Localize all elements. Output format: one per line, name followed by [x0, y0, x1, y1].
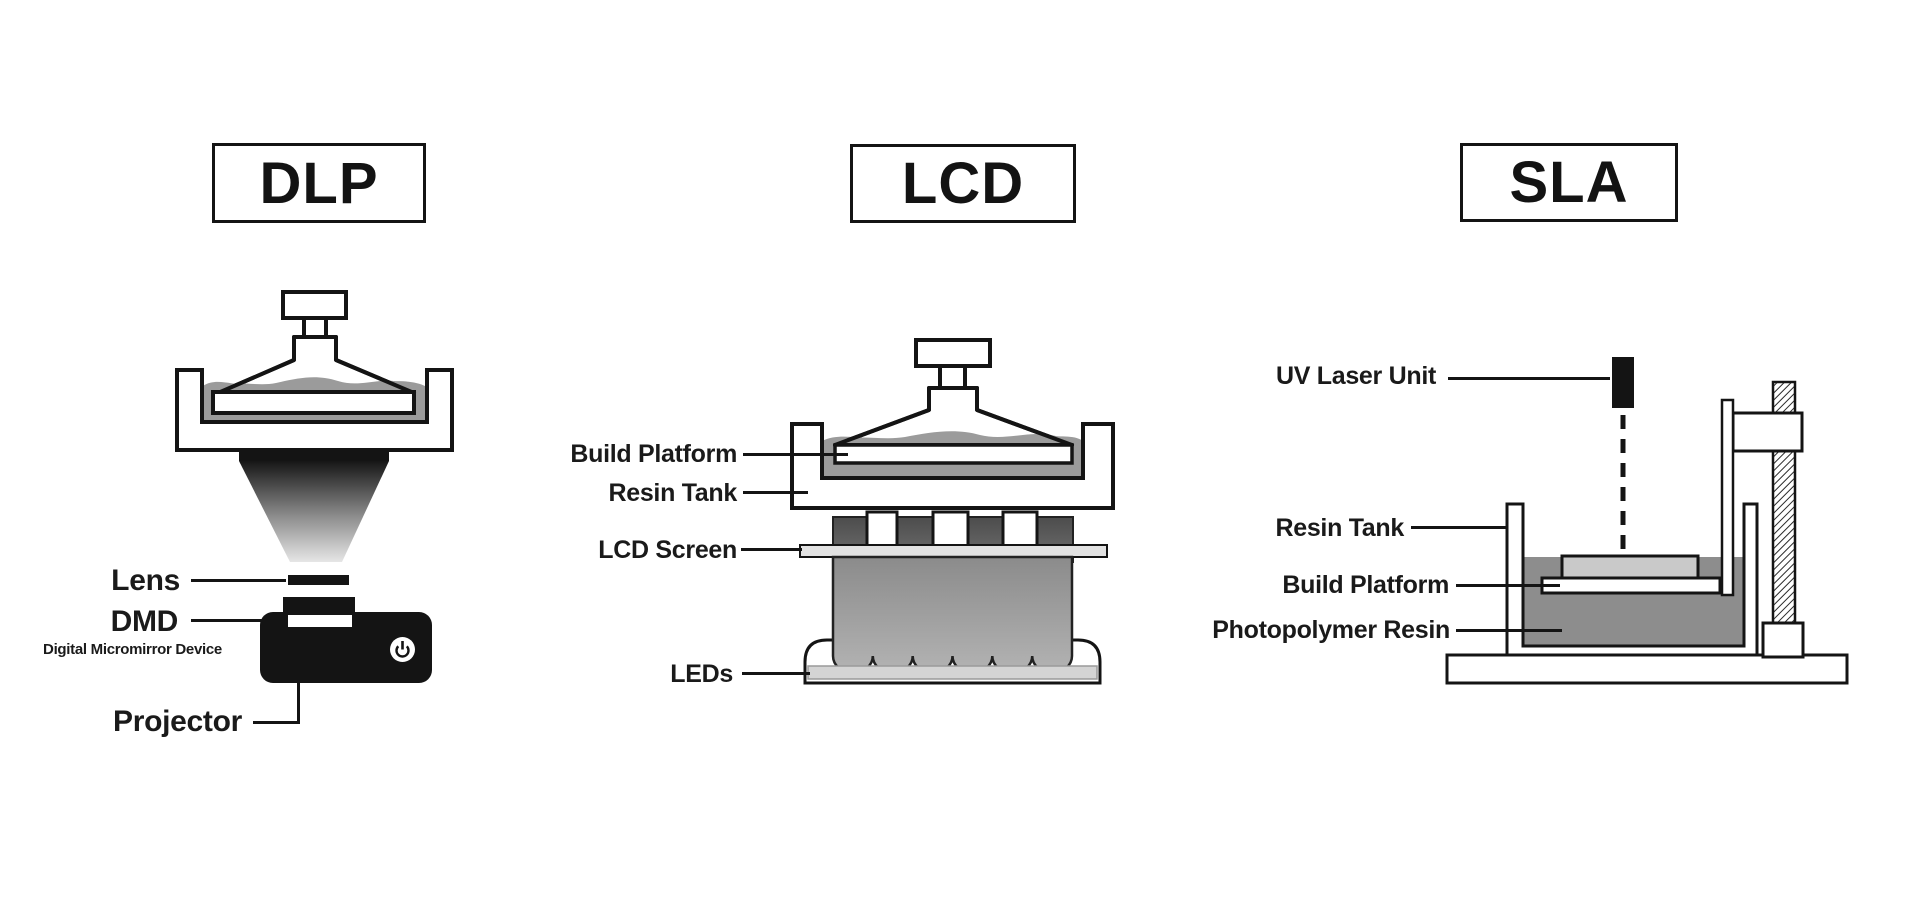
lcd-build-platform [833, 443, 1074, 465]
dlp-projector-body [260, 612, 432, 683]
dlp-title: DLP [259, 150, 379, 216]
sla-resin-tank-label: Resin Tank [1275, 514, 1404, 542]
dlp-dmd-leader [191, 619, 285, 622]
sla-motor-block [1761, 621, 1805, 659]
dlp-projector-leader [253, 721, 300, 724]
lcd-hanger-knob [914, 338, 992, 368]
dlp-hanger-knob [281, 290, 348, 320]
lcd-build-platform-leader [743, 453, 848, 456]
lcd-leds-label: LEDs [670, 660, 733, 688]
dlp-dmd-sublabel: Digital Micromirror Device [43, 641, 222, 658]
lcd-resin-tank [790, 422, 1115, 510]
sla-photopolymer-resin-label: Photopolymer Resin [1212, 616, 1450, 644]
dlp-lens-leader [191, 579, 286, 582]
dlp-lens-label: Lens [111, 564, 180, 597]
lcd-post-2 [931, 510, 970, 550]
sla-build-platform [1540, 576, 1722, 595]
lcd-led-strip [807, 665, 1098, 680]
sla-uv-laser-leader [1448, 377, 1610, 380]
sla-resin-tank-leader [1411, 526, 1508, 529]
lcd-screen-label: LCD Screen [598, 536, 737, 564]
lcd-resin-tank-leader [743, 491, 808, 494]
sla-title-box: SLA [1460, 143, 1678, 222]
dlp-dmd-label: DMD [110, 605, 179, 638]
sla-carriage-block [1731, 411, 1804, 453]
sla-resin-tank [1505, 502, 1759, 657]
dlp-lens [288, 575, 349, 585]
dlp-resin-wave [218, 377, 414, 393]
dlp-resin-tank [175, 368, 454, 452]
dlp-projector-label: Projector [112, 705, 242, 738]
dlp-light-window [239, 451, 389, 461]
dlp-machine-drawing [175, 290, 454, 683]
dlp-light-cone [239, 461, 389, 562]
sla-build-platform-label: Build Platform [1282, 571, 1449, 599]
lcd-resin-tank-label: Resin Tank [608, 479, 737, 507]
lcd-machine-drawing [790, 338, 1115, 685]
lcd-title: LCD [901, 151, 1025, 216]
lcd-leds-leader [742, 672, 810, 675]
lcd-screen-leader [741, 548, 802, 551]
lcd-title-box: LCD [850, 144, 1076, 223]
dlp-title-box: DLP [212, 143, 426, 223]
sla-uv-laser-unit [1612, 357, 1634, 408]
sla-title: SLA [1509, 150, 1629, 215]
dlp-projector-top [283, 597, 355, 613]
sla-machine-drawing [1445, 357, 1849, 685]
lcd-build-platform-label: Build Platform [570, 440, 737, 468]
dlp-dmd-window [288, 615, 352, 627]
lcd-lower-body-scalloped [831, 555, 1074, 675]
sla-printed-part [1560, 554, 1700, 580]
sla-uv-laser-label: UV Laser Unit [1275, 362, 1436, 390]
lcd-screen [799, 544, 1108, 558]
dlp-projector-leader-vertical [297, 683, 300, 724]
power-icon [395, 641, 410, 658]
sla-base-plate [1445, 653, 1849, 685]
lcd-post-1 [865, 510, 899, 550]
sla-z-arm [1720, 398, 1735, 597]
dlp-build-platform [211, 390, 416, 415]
lcd-hanger-neck [938, 363, 967, 391]
sla-build-platform-leader [1456, 584, 1560, 587]
sla-photopolymer-resin-leader [1456, 629, 1562, 632]
lcd-post-3 [1001, 510, 1039, 550]
